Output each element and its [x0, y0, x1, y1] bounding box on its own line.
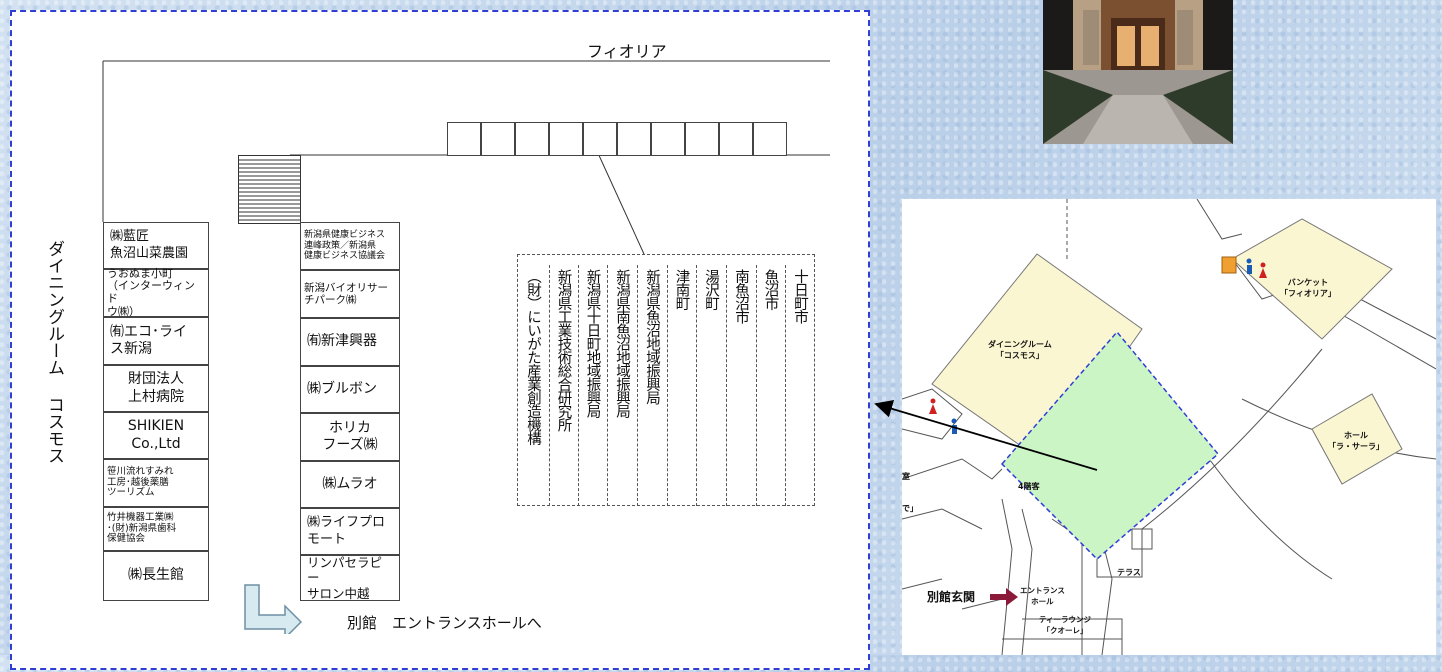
stairs-icon — [238, 155, 301, 224]
floor-plan-map: バンケット 「フィオリア」 ダイニングルーム 「コスモス」 ホール 「ラ・サーラ… — [902, 199, 1436, 655]
floor-plan-drawing — [902, 199, 1436, 655]
tea-lounge-label: ティーラウンジ 「クオーレ」 — [1039, 615, 1092, 635]
vlabel-3: 新潟県十日町地域振興局 — [584, 269, 601, 418]
booth-top-7 — [651, 122, 685, 156]
entrance-hall-label: エントランス ホール — [1020, 586, 1065, 606]
booth-left-1: ㈱藍匠 魚沼山菜農園 — [103, 222, 209, 269]
vcol-8: 南魚沼市 — [727, 265, 757, 506]
booth-left-5: SHIKIEN Co.,Ltd — [103, 412, 209, 459]
booth-top-5 — [583, 122, 617, 156]
vcol-3: 新潟県十日町地域振興局 — [579, 265, 608, 506]
booth-left-2: うおぬま小町 （インターウィンド ウ㈱） — [103, 267, 209, 317]
hotel-entrance-photo — [1043, 0, 1233, 144]
floor-layout-panel: フィオリア ダイニングルーム コスモス ㈱藍匠 魚沼山菜農園 うおぬま小町 — [10, 10, 870, 670]
dining-room-cosmos-label: ダイニングルーム コスモス — [44, 240, 64, 464]
booth-top-8 — [685, 122, 719, 156]
hall-la-sala-label: ホール 「ラ・サーラ」 — [1328, 431, 1384, 451]
booth-mid-3: ㈲新津興器 — [300, 318, 400, 366]
terrace-label: テラス — [1117, 568, 1141, 577]
booth-left-3: ㈲エコ･ライ ス新潟 — [103, 317, 209, 365]
vcol-6: 津南町 — [668, 265, 697, 506]
vcol-2: 新潟県工業技術総合研究所 — [550, 265, 579, 506]
booth-mid-1: 新潟県健康ビジネス 連峰政策／新潟県 健康ビジネス協議会 — [300, 222, 400, 270]
direction-arrow-icon — [244, 584, 303, 634]
booth-left-7: 竹井機器工業㈱ ･(財)新潟県歯科 保健協会 — [103, 507, 209, 551]
edge-bracket-label: で」 — [902, 504, 918, 513]
edge-room-label: 室 — [902, 472, 910, 481]
vcol-4: 新潟県南魚沼地域振興局 — [608, 265, 638, 506]
annex-entrance-map-label: 別館玄関 — [927, 590, 976, 604]
vlabel-4: 新潟県南魚沼地域振興局 — [614, 269, 630, 418]
booth-mid-2: 新潟バイオリサー チパーク㈱ — [300, 270, 400, 318]
booth-left-4: 財団法人 上村病院 — [103, 365, 209, 412]
vertical-label-table — [517, 254, 815, 506]
hotel-entrance-illustration — [1043, 0, 1233, 144]
booth-top-6 — [617, 122, 651, 156]
vcol-10: 十日町市 — [786, 265, 815, 506]
vlabel-6: 津南町 — [673, 269, 690, 310]
booth-mid-4: ㈱ブルボン — [300, 366, 400, 413]
booth-left-6: 笹川流れすみれ 工房･越後薬膳 ツーリズム — [103, 459, 209, 507]
vlabel-10: 十日町市 — [792, 269, 808, 323]
booth-top-3 — [515, 122, 549, 156]
booth-mid-7: ㈱ライフプロ モート — [300, 508, 400, 555]
vcol-1: （財）にいがた産業創造機構 — [518, 265, 550, 506]
booth-top-2 — [481, 122, 515, 156]
booth-top-1 — [447, 122, 481, 156]
top-label-fiorira: フィオリア — [587, 42, 667, 61]
vlabel-8: 南魚沼市 — [733, 269, 749, 323]
dining-cosmos-label: ダイニングルーム 「コスモス」 — [988, 340, 1052, 360]
booth-mid-5: ホリカ フーズ㈱ — [300, 413, 400, 461]
wall-lines — [102, 60, 830, 255]
vlabel-1: （財）にいがた産業創造機構 — [525, 269, 541, 445]
booth-top-9 — [719, 122, 753, 156]
booth-mid-6: ㈱ムラオ — [300, 461, 400, 508]
booth-mid-8: リンパセラピー サロン中越 — [300, 555, 400, 601]
vlabel-5: 新潟県魚沼地域振興局 — [644, 269, 660, 404]
vlabel-9: 魚沼市 — [762, 269, 779, 310]
floor4-label: 4階客 — [1018, 482, 1040, 491]
vcol-5: 新潟県魚沼地域振興局 — [638, 265, 668, 506]
vcol-7: 湯沢町 — [697, 265, 727, 506]
booth-top-4 — [549, 122, 583, 156]
vcol-9: 魚沼市 — [757, 265, 786, 506]
vlabel-2: 新潟県工業技術総合研究所 — [555, 269, 572, 431]
vlabel-7: 湯沢町 — [703, 269, 719, 310]
booth-left-8: ㈱長生館 — [103, 551, 209, 601]
banquet-fiorira-label: バンケット 「フィオリア」 — [1280, 278, 1336, 298]
annex-entrance-label: 別館 エントランスホールへ — [347, 614, 542, 632]
booth-top-10 — [753, 122, 787, 156]
